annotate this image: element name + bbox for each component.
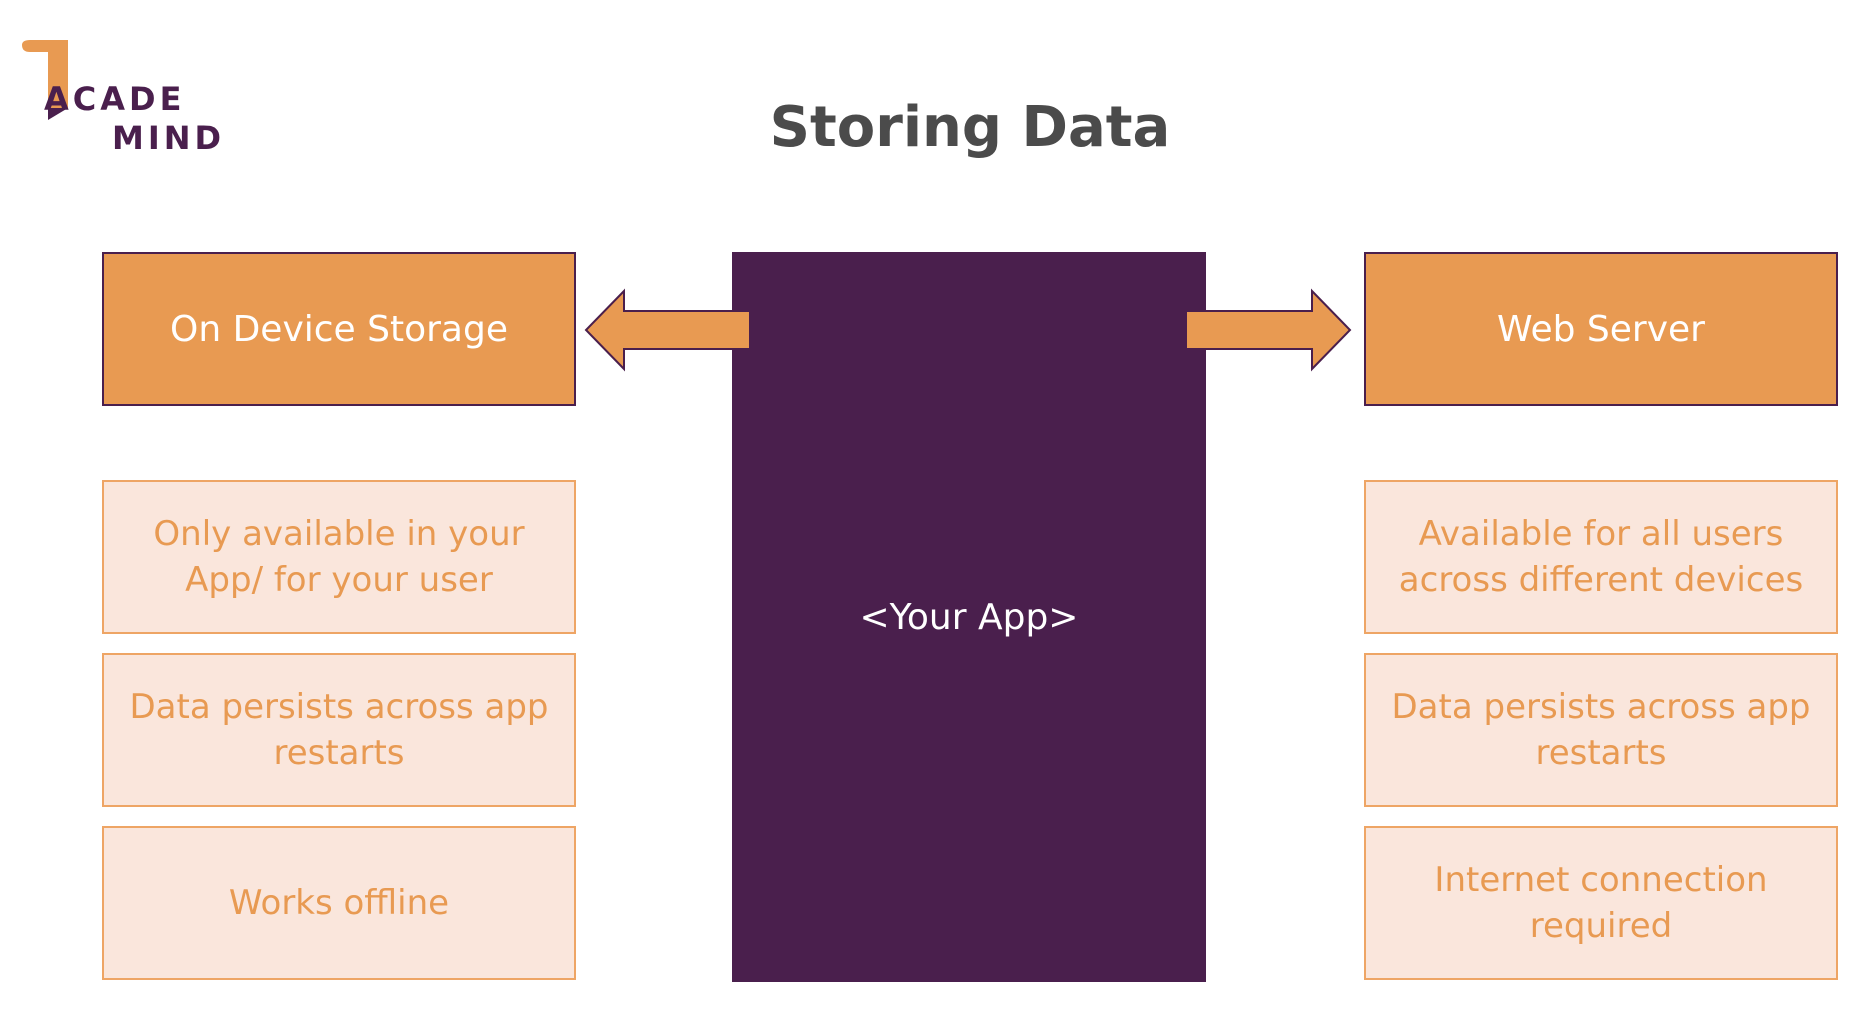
right-feature-2: Data persists across app restarts	[1364, 653, 1838, 807]
on-device-storage-header: On Device Storage	[102, 252, 576, 406]
academind-logo: ACADE MIND	[22, 40, 222, 155]
your-app-label: <Your App>	[859, 596, 1079, 638]
right-feature-1-text: Available for all users across different…	[1398, 514, 1804, 600]
web-server-label: Web Server	[1497, 308, 1705, 350]
your-app-block: <Your App>	[732, 252, 1206, 982]
arrow-right-icon	[1186, 288, 1352, 372]
left-feature-3-text: Works offline	[228, 883, 450, 923]
left-feature-3: Works offline	[102, 826, 576, 980]
academind-logo-icon	[22, 40, 68, 120]
logo-text-mind: MIND	[112, 119, 226, 157]
left-feature-2-text: Data persists across app restarts	[129, 687, 549, 773]
left-feature-1: Only available in your App/ for your use…	[102, 480, 576, 634]
arrow-left-icon	[584, 288, 750, 372]
web-server-header: Web Server	[1364, 252, 1838, 406]
logo-text-acade: ACADE	[44, 80, 186, 118]
right-feature-3: Internet connection required	[1364, 826, 1838, 980]
page-title: Storing Data	[769, 95, 1171, 160]
right-feature-3-text: Internet connection required	[1434, 860, 1768, 946]
left-feature-1-text: Only available in your App/ for your use…	[153, 514, 525, 600]
right-feature-2-text: Data persists across app restarts	[1391, 687, 1811, 773]
right-feature-1: Available for all users across different…	[1364, 480, 1838, 634]
left-feature-2: Data persists across app restarts	[102, 653, 576, 807]
on-device-storage-label: On Device Storage	[169, 308, 508, 350]
